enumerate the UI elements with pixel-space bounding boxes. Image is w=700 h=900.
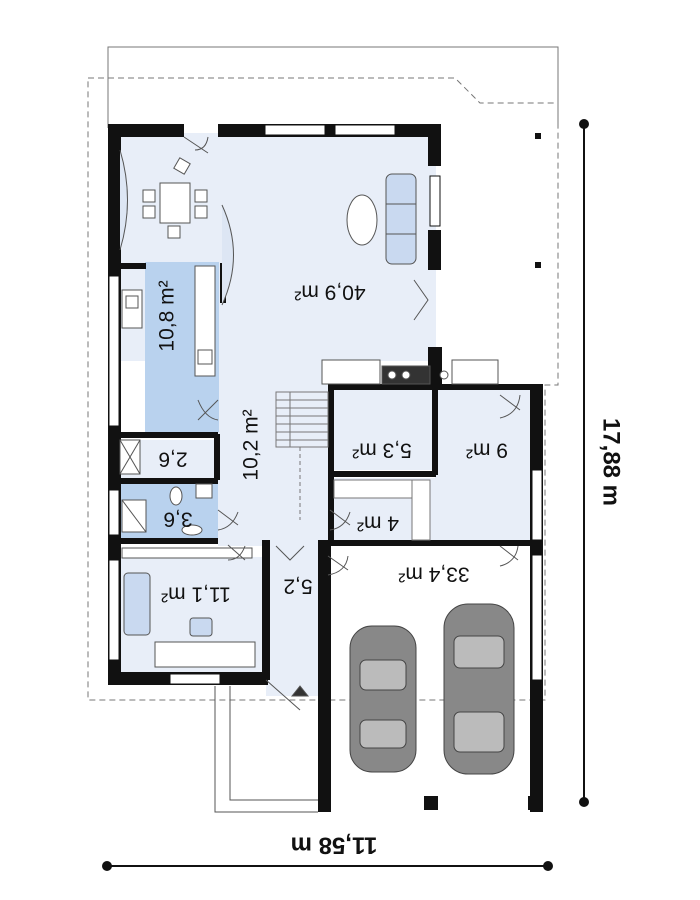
doors [183, 136, 521, 711]
kitchen-counter [121, 265, 216, 377]
windows [108, 124, 543, 685]
label-wardrobe: 4 m² [357, 511, 399, 534]
staircase [275, 391, 329, 520]
label-room-53: 5,3 m² [352, 438, 412, 461]
depth-dimension-line [579, 119, 589, 807]
sofa [346, 173, 417, 265]
dining-table [142, 157, 208, 239]
label-hall: 10,2 m² [240, 409, 263, 480]
label-garage: 33,4 m² [398, 562, 469, 585]
bath-fixtures [119, 439, 213, 536]
glass-partition-left [119, 149, 128, 251]
label-vestibule: 5,2 [283, 574, 312, 597]
label-kitchen: 10,8 m² [156, 280, 179, 351]
wardrobe-rails [333, 479, 431, 541]
width-dimension-label: 11,58 m [291, 832, 378, 859]
office-furniture [121, 547, 256, 668]
glass-partition [221, 204, 234, 306]
car-left [349, 625, 417, 773]
entrance-steps [214, 686, 318, 813]
depth-dimension-label: 17,88 m [598, 418, 625, 506]
car-right [443, 603, 515, 775]
cabinets [321, 359, 499, 385]
roof-outline [87, 77, 559, 701]
width-dimension-line [102, 861, 553, 871]
label-office: 11,1 m² [161, 582, 231, 605]
terrace-outline [107, 46, 559, 128]
label-room-9: 9 m² [466, 438, 508, 461]
entrance-steps-inner [229, 686, 318, 801]
label-living: 40,9 m² [294, 280, 365, 303]
label-storage: 2,6 [158, 447, 187, 470]
label-bath: 3,6 [163, 507, 192, 530]
